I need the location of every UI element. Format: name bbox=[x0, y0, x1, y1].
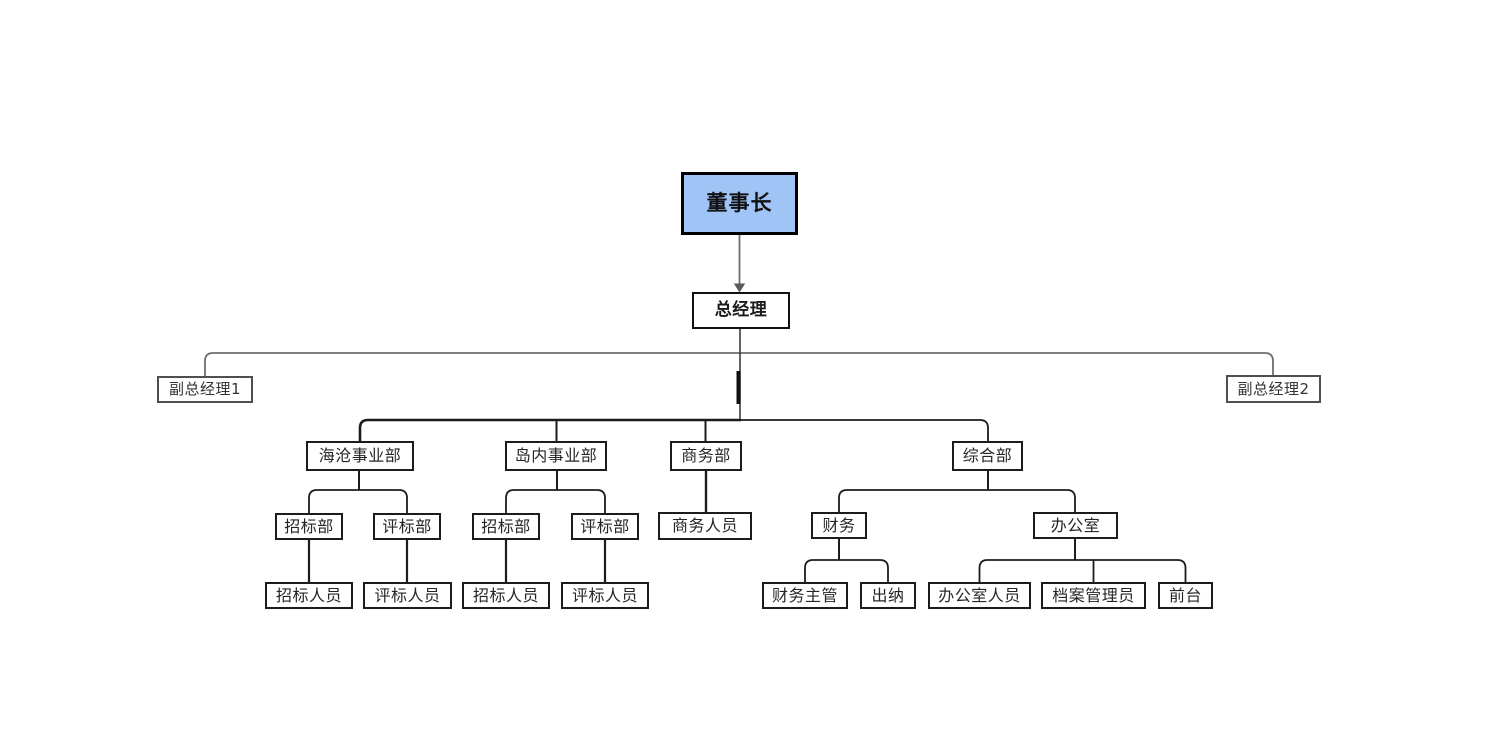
node-tender-staff-daonei: 招标人员 bbox=[462, 582, 550, 609]
edge-departments-rail-right bbox=[741, 419, 989, 441]
edge-general-affairs-children-rail bbox=[838, 489, 1076, 512]
node-general-manager: 总经理 bbox=[692, 292, 790, 329]
node-haicang-division: 海沧事业部 bbox=[306, 441, 414, 471]
node-cashier: 出纳 bbox=[860, 582, 916, 609]
node-general-affairs-dept: 综合部 bbox=[952, 441, 1023, 471]
edge-departments-rail-left bbox=[358, 418, 741, 441]
node-evaluation-staff-daonei: 评标人员 bbox=[561, 582, 649, 609]
arrowhead-gm bbox=[733, 283, 746, 293]
node-archive-manager: 档案管理员 bbox=[1041, 582, 1146, 609]
edge-haicang-children-rail bbox=[308, 489, 408, 513]
node-chairman: 董事长 bbox=[681, 172, 798, 235]
node-tender-dept-haicang: 招标部 bbox=[275, 513, 343, 540]
node-finance-manager: 财务主管 bbox=[762, 582, 848, 609]
node-finance: 财务 bbox=[811, 512, 867, 539]
node-evaluation-dept-haicang: 评标部 bbox=[373, 513, 441, 540]
node-receptionist: 前台 bbox=[1158, 582, 1213, 609]
node-deputy-gm-2: 副总经理2 bbox=[1226, 375, 1321, 403]
edge-gm-deputies-rail bbox=[204, 352, 1274, 376]
node-tender-dept-daonei: 招标部 bbox=[472, 513, 540, 540]
node-commerce-staff: 商务人员 bbox=[658, 512, 752, 540]
node-evaluation-dept-daonei: 评标部 bbox=[571, 513, 639, 540]
node-evaluation-staff-haicang: 评标人员 bbox=[363, 582, 452, 609]
edge-finance-children-rail bbox=[804, 559, 889, 582]
node-office-staff: 办公室人员 bbox=[928, 582, 1031, 609]
edge-daonei-children-rail bbox=[505, 489, 606, 513]
node-commerce-dept: 商务部 bbox=[670, 441, 742, 471]
node-office: 办公室 bbox=[1033, 512, 1118, 539]
node-deputy-gm-1: 副总经理1 bbox=[157, 376, 253, 403]
node-daonei-division: 岛内事业部 bbox=[505, 441, 607, 471]
edge-office-children-rail bbox=[978, 559, 1187, 582]
node-tender-staff-haicang: 招标人员 bbox=[265, 582, 353, 609]
